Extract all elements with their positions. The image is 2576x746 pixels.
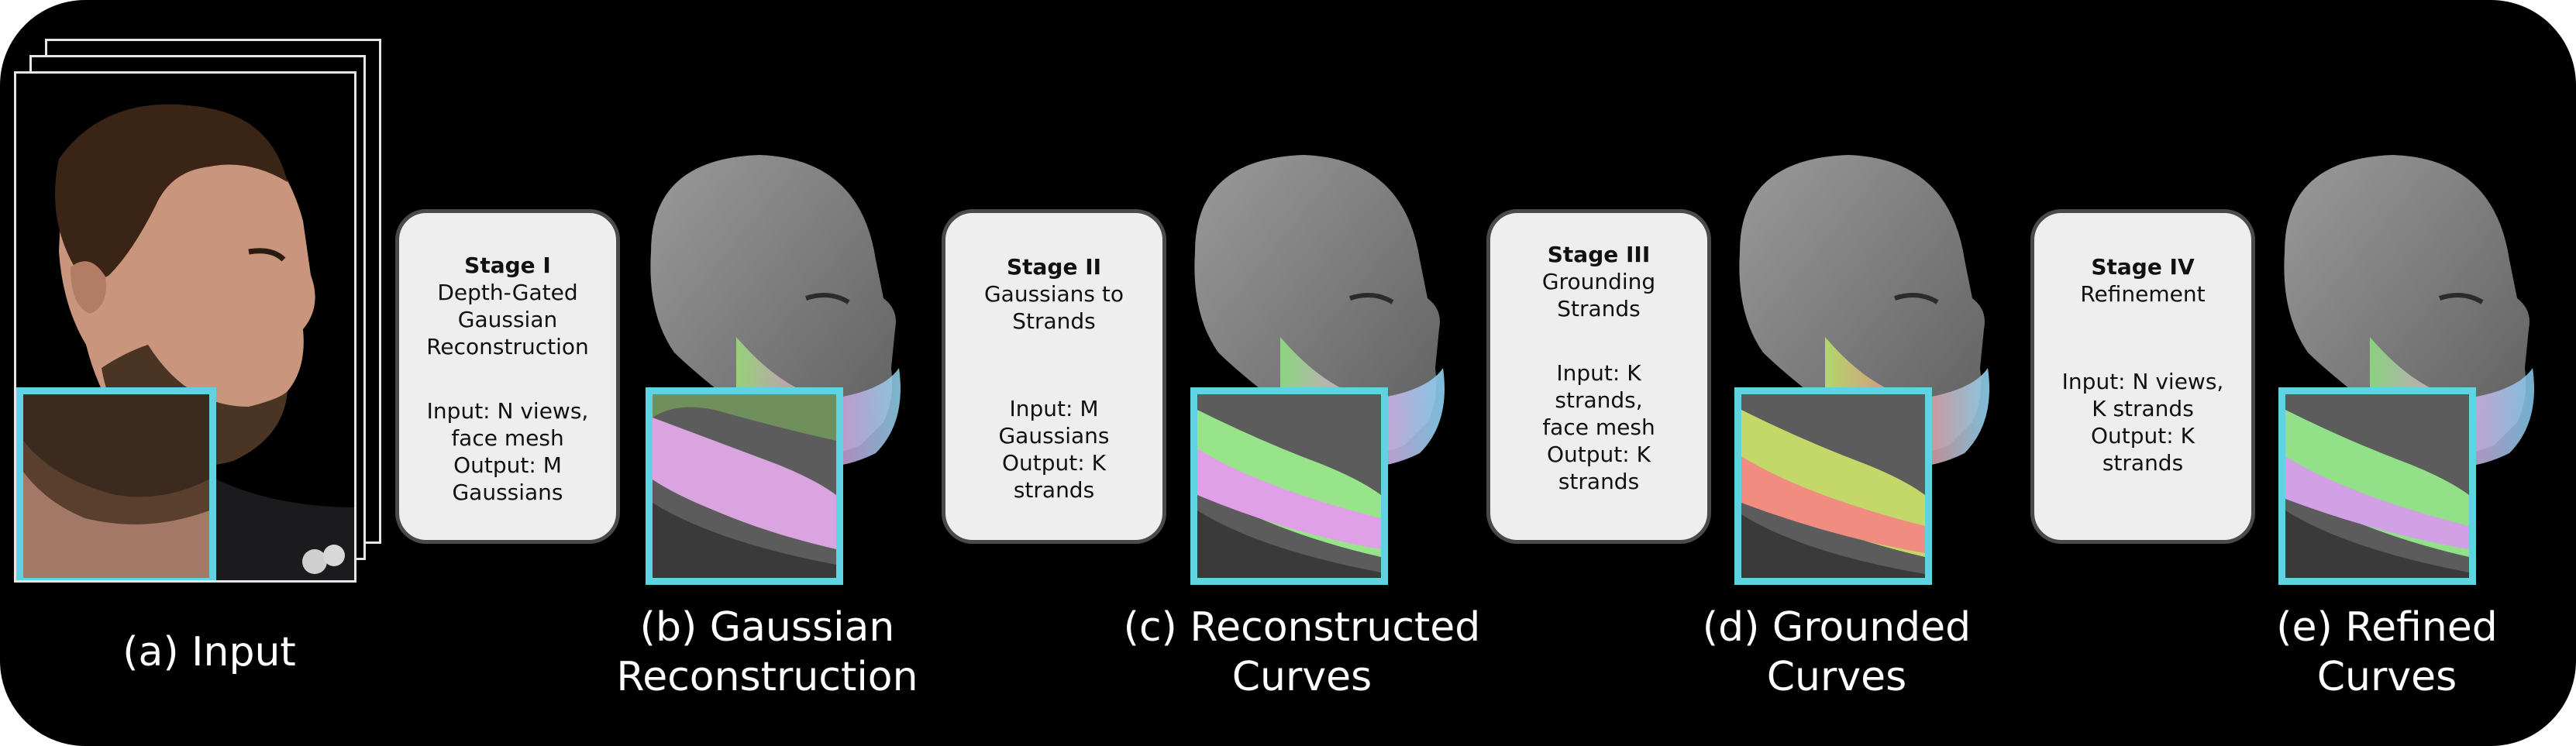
closeup-e [2285,394,2469,578]
stage-4-box: Stage IV Refinement Input: N views, K st… [2030,209,2255,544]
stage-3-io: Input: K strands, face mesh Output: K st… [1542,360,1655,494]
closeup-c [1197,394,1381,578]
stage-1-subtitle: Depth-Gated Gaussian Reconstruction [426,280,589,359]
stage-3-title: Stage III [1547,242,1651,267]
stage-4-subtitle: Refinement [2080,281,2206,307]
stage-2-box: Stage II Gaussians to Strands Input: M G… [942,209,1166,544]
stage-2-io: Input: M Gaussians Output: K strands [998,396,1110,503]
stage-1-io: Input: N views, face mesh Output: M Gaus… [426,398,589,505]
input-detail-inset [16,387,216,580]
closeup-d [1741,394,1925,578]
input-photo [14,71,356,583]
inset-refined-curves [2278,387,2476,585]
stage-4-io: Input: N views, K strands Output: K stra… [2061,369,2224,476]
caption-e-refined-curves: (e) Refined Curves [2276,604,2498,700]
stage-2-title: Stage II [1006,254,1102,280]
input-beard-closeup [23,394,209,578]
caption-d-grounded-curves: (d) Grounded Curves [1702,604,1972,700]
caption-a-input: (a) Input [122,629,296,676]
inset-reconstructed-curves [1190,387,1388,585]
stage-2-subtitle: Gaussians to Strands [983,281,1124,334]
caption-b-gaussian-reconstruction: (b) Gaussian Reconstruction [616,604,918,700]
man-profile-illustration [16,74,354,580]
stage-3-subtitle: Grounding Strands [1541,269,1656,321]
caption-c-reconstructed-curves: (c) Reconstructed Curves [1123,604,1481,700]
inset-gaussian-reconstruction [646,387,843,585]
stage-3-box: Stage III Grounding Strands Input: K str… [1486,209,1711,544]
closeup-b [653,394,836,578]
stage-1-box: Stage I Depth-Gated Gaussian Reconstruct… [395,209,620,544]
stage-4-title: Stage IV [2091,254,2195,280]
stage-1-title: Stage I [464,253,551,278]
inset-grounded-curves [1734,387,1932,585]
